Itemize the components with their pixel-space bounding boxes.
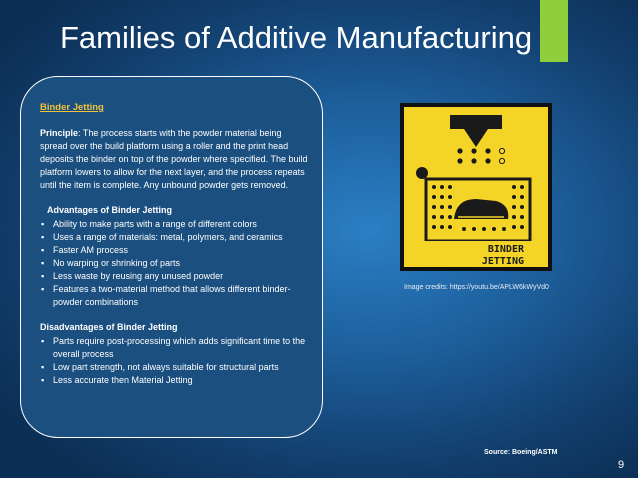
advantages-heading: Advantages of Binder Jetting bbox=[47, 205, 173, 215]
principle-paragraph: Principle: The process starts with the p… bbox=[40, 127, 310, 192]
list-item: Faster AM process bbox=[40, 244, 310, 257]
disadvantages-heading: Disadvantages of Binder Jetting bbox=[40, 322, 178, 332]
accent-bar bbox=[540, 0, 568, 62]
list-item: Ability to make parts with a range of di… bbox=[40, 218, 310, 231]
slide-title: Families of Additive Manufacturing bbox=[60, 20, 533, 55]
principle-label: Principle bbox=[40, 128, 79, 138]
page-number: 9 bbox=[618, 459, 625, 471]
binder-jetting-figure: BINDER JETTING bbox=[400, 103, 552, 271]
figure-label-line1: BINDER bbox=[488, 244, 525, 255]
image-credit: Image credits: https://youtu.be/APLW6kWy… bbox=[404, 284, 549, 291]
principle-text: : The process starts with the powder mat… bbox=[40, 128, 308, 190]
content-text: Binder Jetting Principle: The process st… bbox=[40, 101, 310, 387]
list-item: Less waste by reusing any unused powder bbox=[40, 270, 310, 283]
list-item: Low part strength, not always suitable f… bbox=[40, 361, 310, 374]
list-item: Parts require post-processing which adds… bbox=[40, 335, 310, 361]
list-item: Less accurate then Material Jetting bbox=[40, 374, 310, 387]
section-title-link[interactable]: Binder Jetting bbox=[40, 102, 104, 113]
advantages-list: Ability to make parts with a range of di… bbox=[40, 218, 310, 309]
list-item: No warping or shrinking of parts bbox=[40, 257, 310, 270]
disadvantages-list: Parts require post-processing which adds… bbox=[40, 335, 310, 387]
list-item: Uses a range of materials: metal, polyme… bbox=[40, 231, 310, 244]
source-text: Source: Boeing/ASTM bbox=[484, 449, 558, 456]
list-item: Features a two-material method that allo… bbox=[40, 283, 310, 309]
content-box: Binder Jetting Principle: The process st… bbox=[20, 76, 323, 438]
binder-jetting-icon: BINDER JETTING bbox=[404, 115, 548, 267]
figure-label-line2: JETTING bbox=[482, 256, 524, 267]
